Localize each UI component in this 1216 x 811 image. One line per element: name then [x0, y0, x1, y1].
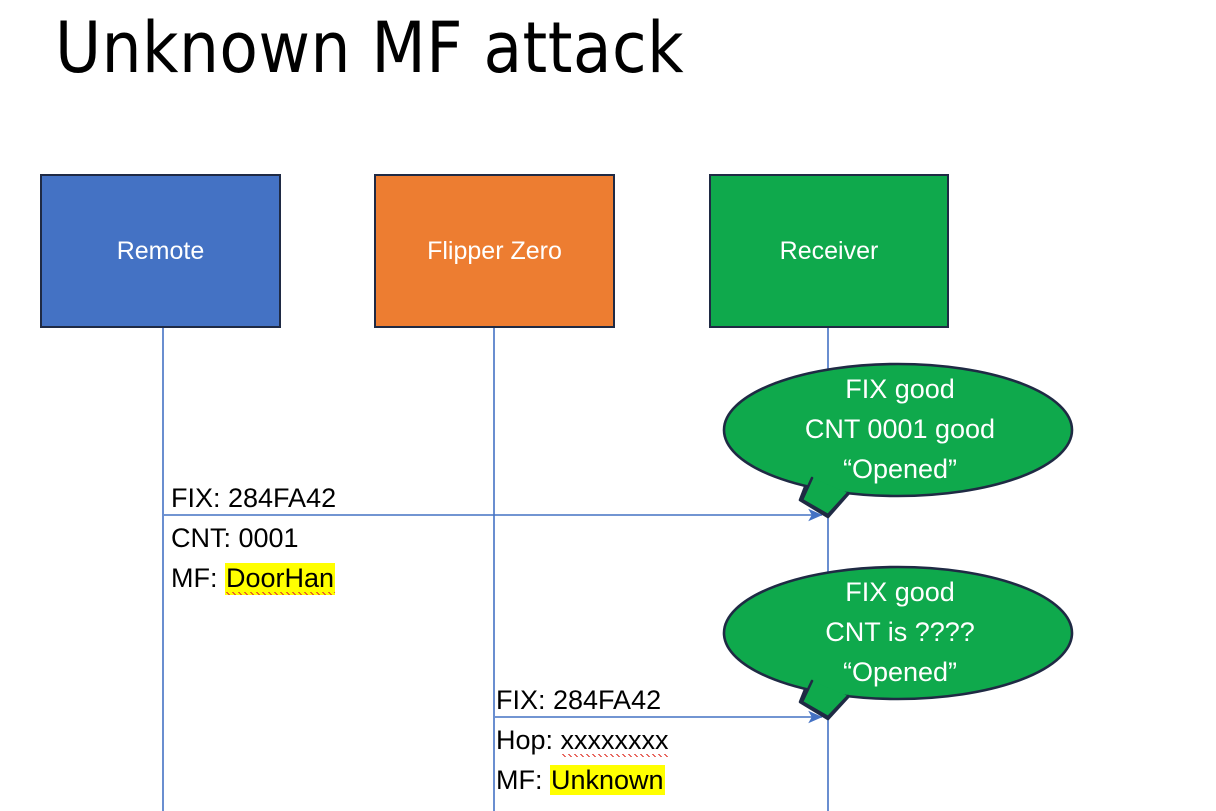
- node-box-remote[interactable]: Remote: [40, 174, 281, 328]
- speech-bubble-1: [722, 362, 1074, 519]
- node-label-flipper: Flipper Zero: [427, 237, 562, 265]
- message-1-mf-prefix: MF:: [171, 563, 225, 593]
- message-1-label-below: CNT: 0001 MF: DoorHan: [171, 518, 336, 598]
- message-2-hop-value: xxxxxxxx: [560, 725, 669, 757]
- message-2-label-above: FIX: 284FA42: [496, 680, 661, 720]
- node-box-flipper[interactable]: Flipper Zero: [374, 174, 615, 328]
- message-2-mf-prefix: MF:: [496, 765, 550, 795]
- message-2-mf-value: Unknown: [550, 765, 665, 795]
- message-1-fix: FIX: 284FA42: [171, 483, 337, 513]
- message-1-mf-value: DoorHan: [225, 563, 336, 595]
- message-2-mf: MF: Unknown: [496, 760, 669, 800]
- message-2-label-below: Hop: xxxxxxxx MF: Unknown: [496, 720, 669, 800]
- message-2-fix: FIX: 284FA42: [496, 685, 662, 715]
- message-1-mf: MF: DoorHan: [171, 558, 336, 598]
- message-1-cnt: CNT: 0001: [171, 523, 299, 553]
- node-label-remote: Remote: [116, 237, 205, 265]
- page-title: Unknown MF attack: [55, 7, 685, 89]
- node-box-receiver[interactable]: Receiver: [709, 174, 949, 328]
- node-label-receiver: Receiver: [779, 237, 879, 265]
- message-2-hop: Hop: xxxxxxxx: [496, 720, 669, 760]
- message-1-label-above: FIX: 284FA42: [171, 478, 336, 518]
- speech-bubble-2: [722, 565, 1074, 721]
- message-2-hop-prefix: Hop:: [496, 725, 561, 755]
